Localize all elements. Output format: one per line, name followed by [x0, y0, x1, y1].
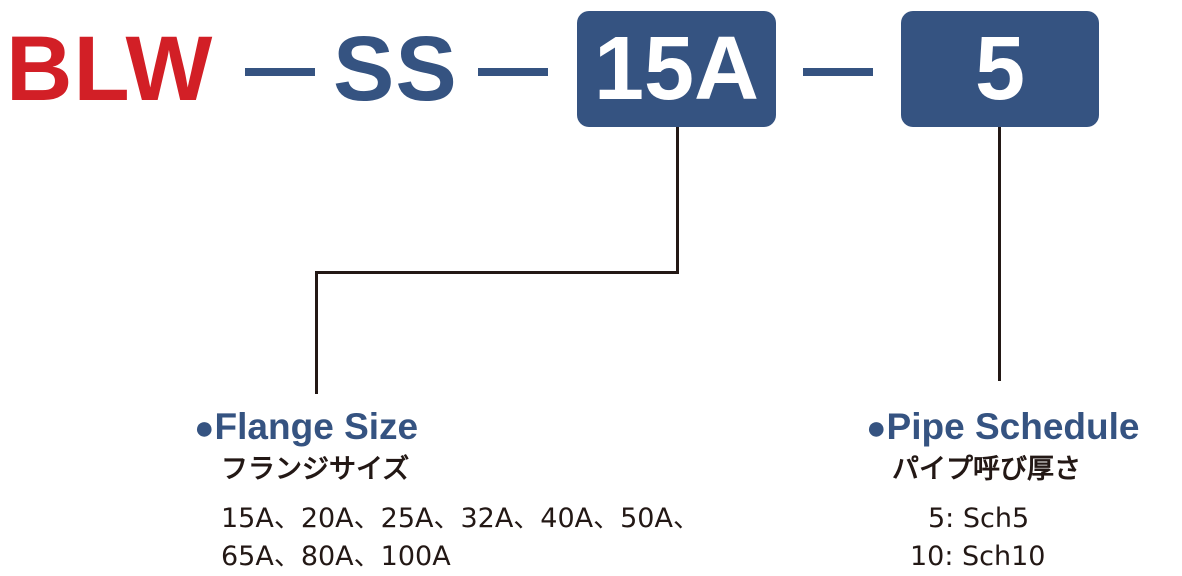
leader-size-vertical-top — [676, 127, 679, 273]
pipe-schedule-heading: ●Pipe Schedule — [866, 408, 1139, 445]
pipe-schedule-values-line: 5: Sch5 — [928, 503, 1030, 534]
pipe-schedule-title: Pipe Schedule — [886, 406, 1140, 447]
code-dash-2 — [478, 68, 548, 76]
pipe-schedule-subtitle: パイプ呼び厚さ — [892, 454, 1081, 485]
bullet-icon: ● — [194, 409, 215, 447]
leader-size-horizontal — [315, 271, 679, 274]
flange-size-title: Flange Size — [214, 406, 419, 447]
code-dash-3 — [803, 68, 873, 76]
code-material: SS — [333, 18, 458, 120]
flange-size-heading: ●Flange Size — [194, 408, 418, 445]
pipe-schedule-values-line: 10: Sch10 — [910, 541, 1046, 572]
code-dash-1 — [245, 68, 315, 76]
pipe-schedule-values: 5: Sch5 10: Sch10 — [910, 500, 1046, 576]
bullet-icon: ● — [866, 409, 887, 447]
flange-size-subtitle: フランジサイズ — [221, 454, 410, 485]
flange-size-values: 15A、20A、25A、32A、40A、50A、 65A、80A、100A — [221, 500, 700, 576]
code-prefix: BLW — [6, 18, 214, 120]
flange-size-values-line: 15A、20A、25A、32A、40A、50A、 — [221, 503, 700, 534]
code-size-box: 15A — [577, 11, 776, 127]
leader-size-vertical-bottom — [315, 271, 318, 394]
leader-schedule-vertical — [998, 127, 1001, 381]
flange-size-values-line: 65A、80A、100A — [221, 541, 451, 572]
code-schedule-box: 5 — [901, 11, 1099, 127]
